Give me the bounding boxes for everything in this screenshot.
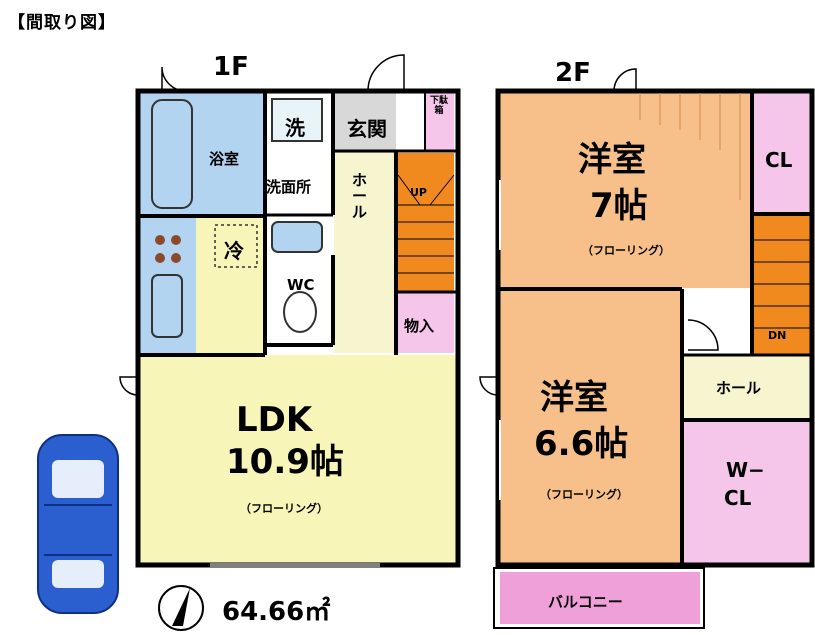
label-wcl-line2: CL bbox=[724, 486, 752, 510]
label-washer: 洗 bbox=[285, 116, 305, 140]
label-fridge: 冷 bbox=[224, 239, 244, 263]
label-ldk: LDK bbox=[236, 400, 313, 440]
label-wc: WC bbox=[287, 276, 315, 294]
storage-area bbox=[398, 293, 454, 353]
walk-in-closet bbox=[680, 420, 810, 563]
floor-label-2f: 2F bbox=[555, 58, 591, 88]
label-room-6-6-flooring: （フローリング） bbox=[540, 488, 628, 501]
label-shoe-box: 下駄箱 bbox=[430, 96, 449, 116]
label-hall-2f: ホール bbox=[716, 379, 762, 397]
label-down: DN bbox=[768, 329, 787, 342]
shoe-box-area bbox=[426, 93, 454, 151]
western-room-6-6 bbox=[500, 290, 680, 563]
western-room-7 bbox=[500, 93, 752, 288]
entrance-area bbox=[334, 93, 396, 153]
balcony bbox=[500, 572, 700, 624]
label-ldk-size: 10.9帖 bbox=[226, 442, 344, 482]
label-washroom: 洗面所 bbox=[266, 178, 312, 196]
closet-2f bbox=[752, 93, 810, 213]
page-title: 【間取り図】 bbox=[8, 13, 116, 33]
label-ldk-flooring: （フローリング） bbox=[240, 502, 328, 515]
stairs-2f bbox=[752, 215, 810, 355]
label-room-7: 洋室 bbox=[578, 140, 646, 180]
floor-label-1f: 1F bbox=[213, 52, 249, 82]
ldk-room bbox=[140, 355, 457, 563]
label-up: UP bbox=[410, 186, 427, 199]
label-storage: 物入 bbox=[404, 317, 435, 335]
label-entrance: 玄関 bbox=[347, 117, 387, 141]
label-room-6-6: 洋室 bbox=[540, 378, 608, 418]
hall-area bbox=[334, 153, 396, 353]
label-room-7-flooring: （フローリング） bbox=[582, 244, 670, 257]
hall-2f bbox=[680, 355, 810, 420]
label-balcony: バルコニー bbox=[548, 593, 623, 611]
total-area: 64.66㎡ bbox=[222, 597, 331, 627]
label-room-7-size: 7帖 bbox=[590, 186, 648, 226]
label-room-6-6-size: 6.6帖 bbox=[534, 424, 629, 464]
label-hall-1f: ホール bbox=[352, 171, 368, 221]
label-bath: 浴室 bbox=[209, 150, 240, 168]
kitchen-area bbox=[196, 218, 263, 353]
label-wcl-line1: W− bbox=[726, 458, 765, 482]
label-closet: CL bbox=[765, 148, 793, 172]
